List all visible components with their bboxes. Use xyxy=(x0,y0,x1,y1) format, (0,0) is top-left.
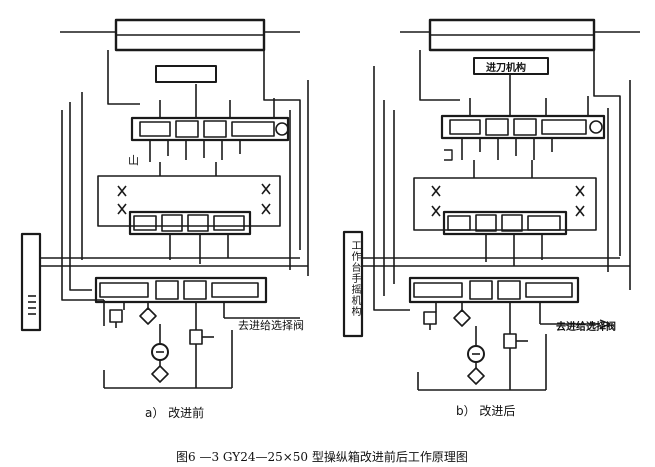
check-valve-b2 xyxy=(453,309,471,327)
pump-group-a xyxy=(103,318,233,389)
side-tank-b xyxy=(342,230,364,338)
lower-valve-a xyxy=(94,276,268,318)
check-valve-a1 xyxy=(109,309,123,323)
check-valve-a2 xyxy=(139,307,157,325)
diagram-b-side-label: 工作台手摇机构 xyxy=(349,240,360,317)
throttle-loop-a xyxy=(97,162,281,227)
diagram-a-sublabel: a） 改进前 xyxy=(145,406,205,420)
top-cylinder-a xyxy=(60,18,300,52)
left-tank-a xyxy=(20,232,42,332)
lower-valve-b xyxy=(408,276,580,324)
diagram-b xyxy=(342,18,640,391)
diagram-a-mark-shan: 山 xyxy=(128,154,139,167)
upper-valve-a xyxy=(130,84,290,162)
diagram-a-outlet-label: 去进给选择阀 xyxy=(238,319,304,332)
figure-caption: 图6 —3 GY24—25×50 型操纵箱改进前后工作原理图 xyxy=(176,450,468,464)
diagram-b-outlet-label: 去进给选择阀 xyxy=(556,322,616,333)
check-valve-b1 xyxy=(423,311,437,325)
throttle-loop-b xyxy=(413,160,597,231)
pump-group-b xyxy=(417,324,547,391)
upper-valve-b xyxy=(440,74,606,160)
diagram-b-box-label: 进刀机构 xyxy=(486,63,526,74)
middle-valve-b xyxy=(442,210,568,266)
middle-valve-a xyxy=(128,210,252,264)
top-cylinder-b xyxy=(400,18,640,52)
diagram-b-sublabel: b） 改进后 xyxy=(456,404,516,418)
feed-box-a xyxy=(155,65,217,83)
diagram-a xyxy=(20,18,309,389)
feed-box-b xyxy=(473,57,549,75)
